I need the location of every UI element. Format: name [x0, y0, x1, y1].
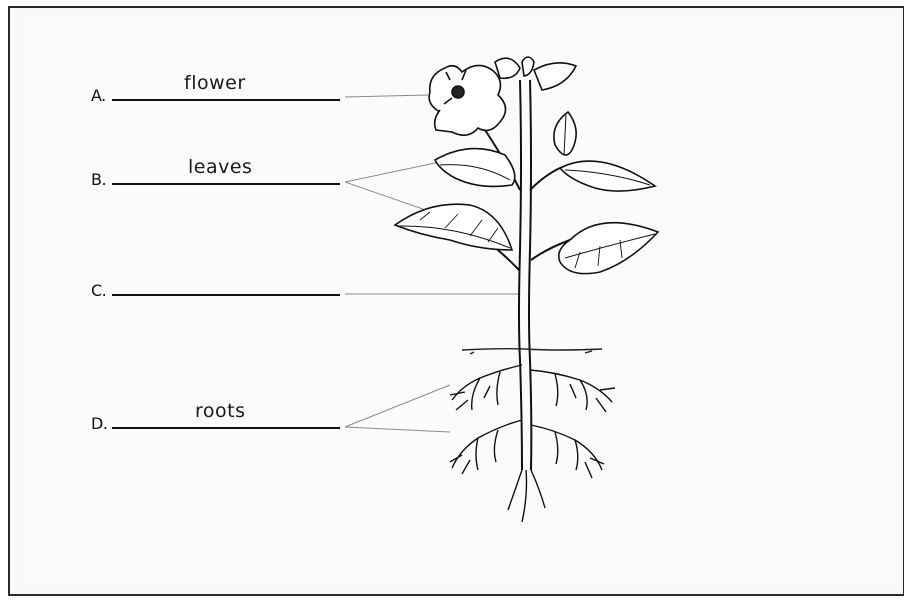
leader-line-d-upper	[345, 385, 450, 427]
leaves	[395, 112, 658, 274]
leader-line-b-upper	[345, 162, 440, 182]
soil-line	[462, 349, 602, 354]
flower-head	[429, 57, 576, 135]
leader-lines	[345, 95, 518, 432]
roots	[450, 365, 615, 522]
leader-line-d-lower	[345, 427, 450, 432]
leader-line-a	[345, 95, 428, 97]
